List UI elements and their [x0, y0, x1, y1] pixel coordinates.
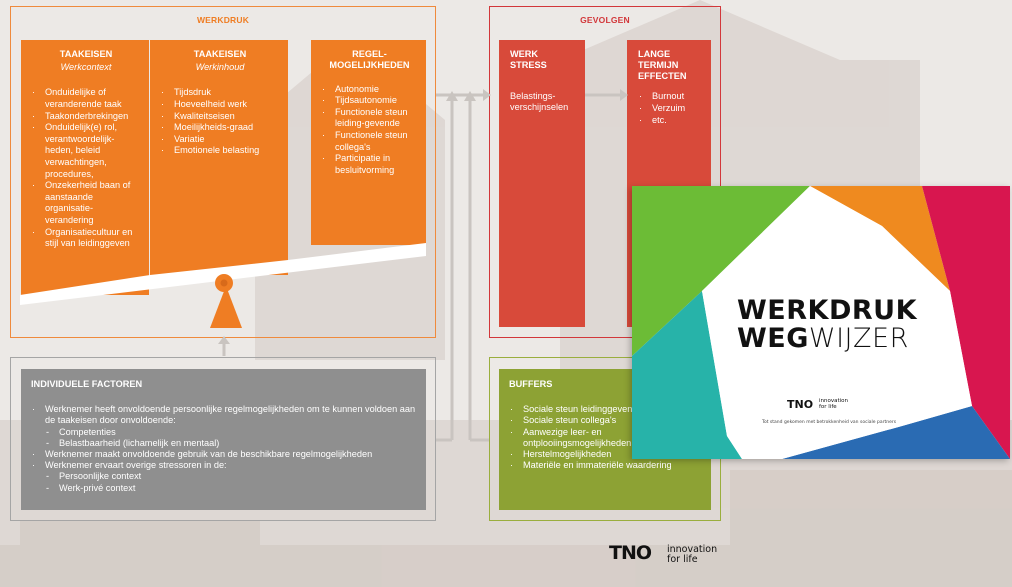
list-item: Moeilijkheids-graad: [160, 122, 280, 134]
tno-tagline: innovation for life: [667, 545, 717, 565]
list-item: Taakonderbrekingen: [31, 111, 141, 123]
column-title-line3: EFFECTEN: [638, 70, 687, 81]
cover-tno-logo: TNO: [787, 398, 814, 411]
individuele-frame: [10, 357, 436, 521]
individuele-factoren-box: INDIVIDUELE FACTOREN Werknemer heeft onv…: [21, 369, 426, 510]
tno-tag-line2: for life: [667, 554, 698, 565]
gevolgen-title: GEVOLGEN: [580, 15, 630, 25]
regelmogelijkheden-column: REGEL- MOGELIJKHEDEN Autonomie Tijdsauto…: [311, 40, 426, 245]
column-subtitle: Werkinhoud: [195, 61, 245, 72]
list-item: Variatie: [160, 134, 280, 146]
list-item: Emotionele belasting: [160, 145, 280, 157]
column-title: TAAKEISEN: [59, 49, 113, 59]
cover-title-line2: WEGWIJZER: [737, 324, 909, 354]
cover-tno-tag-line1: innovation: [819, 398, 849, 404]
gevolgen-frame: [489, 6, 721, 338]
column-subtitle: Werkcontext: [60, 61, 112, 72]
column-text: Belastings-verschijnselen: [510, 90, 569, 113]
list-item: Verzuim: [638, 103, 703, 115]
list-item: Herstelmogelijkheden: [509, 449, 701, 460]
list-item-text: Werknemer heeft onvoldoende persoonlijke…: [45, 404, 416, 426]
column-title-line1: WERK: [510, 49, 539, 59]
werkdruk-wegwijzer-cover: WERKDRUK WEGWIJZER TNO innovation for li…: [632, 186, 1010, 459]
list-item-text: Werknemer ervaart overige stressoren in …: [45, 460, 227, 471]
list-item: Onduidelijk(e) rol, verantwoordelijk-hed…: [31, 122, 141, 180]
cover-shapes: [632, 186, 1010, 459]
list-item-text: Werknemer maakt onvoldoende gebruik van …: [45, 449, 373, 460]
cover-footer-text: Tot stand gekomen met betrokkenheid van …: [762, 420, 897, 425]
werkdruk-title: WERKDRUK: [196, 15, 250, 25]
taakeisen-werkinhoud-column: TAAKEISEN Werkinhoud Tijdsdruk Hoeveelhe…: [150, 40, 288, 275]
list-item: Sociale steun leidinggevende: [509, 404, 701, 415]
list-item: Functionele steun leiding-gevende: [321, 107, 418, 130]
sub-item: Competenties: [45, 427, 416, 438]
werkstress-column: WERK STRESS Belastings-verschijnselen: [499, 40, 585, 327]
tno-tag-line1: innovation: [667, 544, 718, 555]
box-title: INDIVIDUELE FACTOREN: [31, 379, 143, 389]
list-item: Tijdsautonomie: [321, 95, 418, 107]
list-item: Autonomie: [321, 84, 418, 96]
list-item: Werknemer ervaart overige stressoren in …: [31, 460, 416, 494]
sub-item: Persoonlijke context: [45, 471, 416, 482]
column-title-line2: MOGELIJKHEDEN: [329, 59, 410, 70]
sub-item: Belastbaarheid (lichamelijk en mentaal): [45, 438, 416, 449]
list-item: Materiële en immateriële waardering: [509, 460, 701, 471]
cover-tno-tag-line2: for life: [819, 404, 837, 410]
column-title-line2: TERMIJN: [638, 59, 679, 70]
column-title-line1: LANGE: [638, 49, 671, 59]
list-item: Werknemer maakt onvoldoende gebruik van …: [31, 449, 416, 460]
sub-item: Werk-privé context: [45, 483, 416, 494]
tno-logo: TNO: [609, 542, 652, 564]
taakeisen-werkcontext-column: TAAKEISEN Werkcontext Onduidelijke of ve…: [21, 40, 149, 295]
list-item: etc.: [638, 115, 703, 127]
list-item: Functionele steun collega's: [321, 130, 418, 153]
list-item: Onzekerheid baan of aanstaande organisat…: [31, 180, 141, 226]
cover-title-line1: WERKDRUK: [737, 295, 917, 326]
list-item: Tijdsdruk: [160, 87, 280, 99]
column-title-line2: STRESS: [510, 59, 547, 70]
box-title: BUFFERS: [509, 379, 553, 389]
list-item: Aanwezige leer- en ontplooiingsmogelijkh…: [509, 427, 701, 449]
list-item: Sociale steun collega's: [509, 415, 701, 426]
list-item: Onduidelijke of veranderende taak: [31, 87, 141, 110]
list-item: Kwaliteitseisen: [160, 111, 280, 123]
list-item: Participatie in besluitvorming: [321, 153, 418, 176]
list-item: Organisatiecultuur en stijl van leidingg…: [31, 227, 141, 250]
list-item: Burnout: [638, 91, 703, 103]
column-title: TAAKEISEN: [193, 49, 247, 59]
list-item: Hoeveelheid werk: [160, 99, 280, 111]
cover-tno-tagline: innovation for life: [819, 398, 848, 410]
column-title-line1: REGEL-: [352, 49, 387, 59]
cover-title-bold: WEG: [737, 323, 809, 354]
list-item: Werknemer heeft onvoldoende persoonlijke…: [31, 404, 416, 449]
cover-title-light: WIJZER: [808, 323, 909, 354]
